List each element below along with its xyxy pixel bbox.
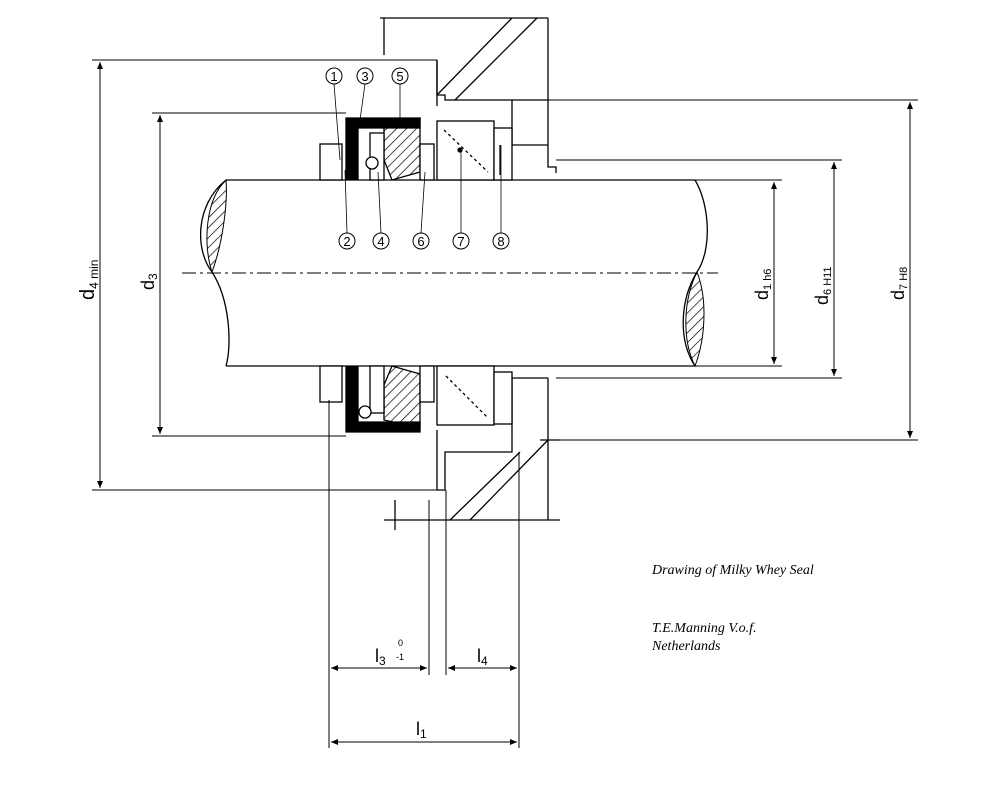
label-d4: d4 min	[77, 260, 101, 300]
part-number-6: 6	[412, 171, 430, 250]
dimension-d7	[548, 99, 918, 441]
dimension-d4	[92, 59, 437, 491]
length-extension-lines	[328, 400, 520, 748]
label-l3-tol-lower: -1	[396, 652, 404, 662]
part-number-5: 5	[391, 67, 409, 118]
seal-assembly-lower	[319, 365, 513, 433]
label-d3: d3	[138, 273, 160, 290]
label-d1: d1 h6	[752, 269, 774, 300]
dimension-d6	[556, 159, 842, 379]
label-l1: l1	[416, 719, 427, 741]
part-number-8: 8	[492, 145, 510, 250]
label-l3-tol-upper: 0	[398, 638, 403, 648]
dimension-d3	[152, 112, 346, 437]
svg-text:5: 5	[396, 69, 403, 84]
shaft-break-hatch	[206, 178, 705, 368]
seal-assembly-upper	[319, 117, 513, 181]
part-number-7: 7	[452, 152, 470, 250]
part-number-2: 2	[338, 169, 356, 250]
part-number-3: 3	[356, 67, 374, 121]
label-l4: l4	[477, 646, 488, 668]
company-name: T.E.Manning V.o.f.	[652, 621, 757, 636]
svg-text:6: 6	[417, 234, 424, 249]
part-number-4: 4	[372, 171, 390, 250]
drawing-title: Drawing of Milky Whey Seal	[652, 563, 814, 578]
label-d7: d7 H8	[888, 267, 910, 300]
svg-text:8: 8	[497, 234, 504, 249]
svg-text:1: 1	[330, 69, 337, 84]
label-d6: d6 H11	[812, 266, 834, 305]
svg-text:2: 2	[343, 234, 350, 249]
part-number-1: 1	[325, 67, 343, 161]
dimension-d1	[695, 179, 782, 367]
svg-text:3: 3	[361, 69, 368, 84]
housing-upper	[380, 17, 557, 173]
svg-text:4: 4	[377, 234, 384, 249]
label-l3: l3	[375, 646, 386, 668]
svg-text:7: 7	[457, 234, 464, 249]
company-country: Netherlands	[652, 639, 721, 654]
